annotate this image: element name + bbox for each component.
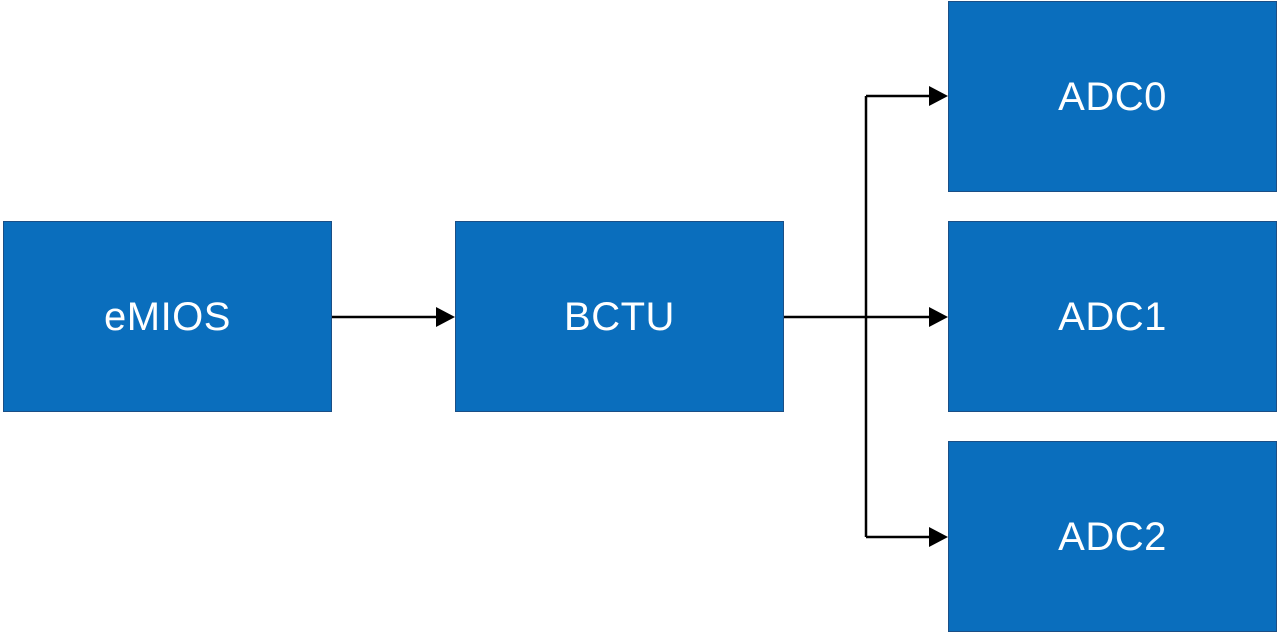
adc2-label: ADC2 <box>1058 514 1167 559</box>
bctu-label: BCTU <box>564 294 675 339</box>
emios-label: eMIOS <box>104 294 231 339</box>
adc1-label: ADC1 <box>1058 294 1167 339</box>
bctu-block: BCTU <box>455 221 784 412</box>
connector-bctu-trunk <box>784 96 868 537</box>
adc2-block: ADC2 <box>948 441 1277 632</box>
arrow-bctu-to-adc0 <box>866 86 948 106</box>
adc0-label: ADC0 <box>1058 74 1167 119</box>
arrow-emios-to-bctu <box>332 307 455 327</box>
arrow-bctu-to-adc1 <box>866 307 948 327</box>
adc0-block: ADC0 <box>948 1 1277 192</box>
arrow-bctu-to-adc2 <box>866 527 948 547</box>
adc1-block: ADC1 <box>948 221 1277 412</box>
emios-block: eMIOS <box>3 221 332 412</box>
